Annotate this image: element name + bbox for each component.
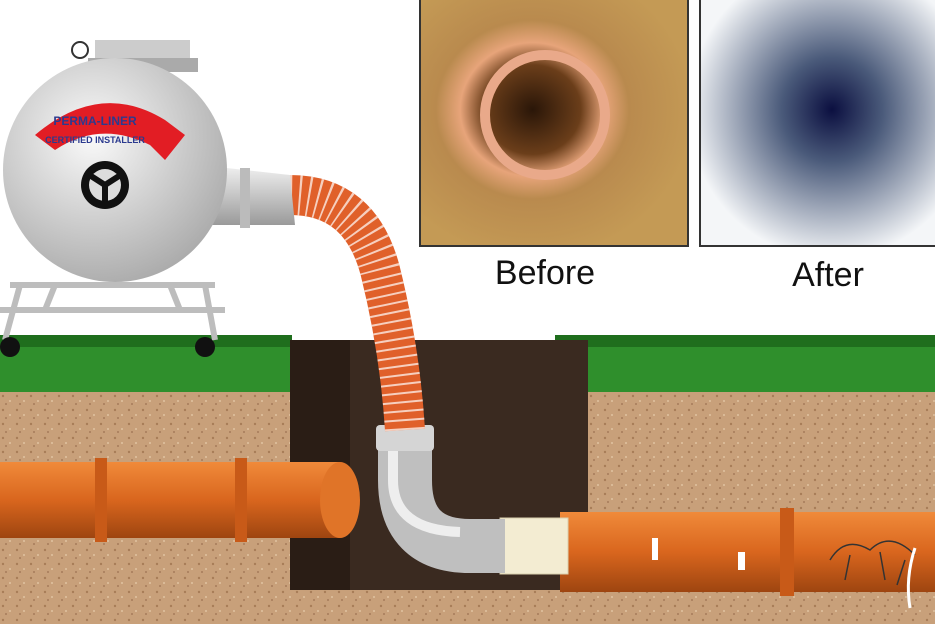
svg-text:CERTIFIED INSTALLER: CERTIFIED INSTALLER xyxy=(45,135,145,145)
liner xyxy=(499,517,569,575)
svg-text:PERMA-LINER: PERMA-LINER xyxy=(53,114,137,128)
before-label: Before xyxy=(494,254,596,292)
tank-cart xyxy=(0,282,225,341)
after-photo xyxy=(699,0,935,247)
host-pipe-left xyxy=(0,458,360,542)
inversion-tank: PERMA-LINER CERTIFIED INSTALLER xyxy=(3,40,227,282)
after-label: After xyxy=(792,256,864,294)
logo-arrow xyxy=(35,103,185,160)
host-pipe-right xyxy=(560,508,935,609)
before-photo xyxy=(419,0,689,247)
